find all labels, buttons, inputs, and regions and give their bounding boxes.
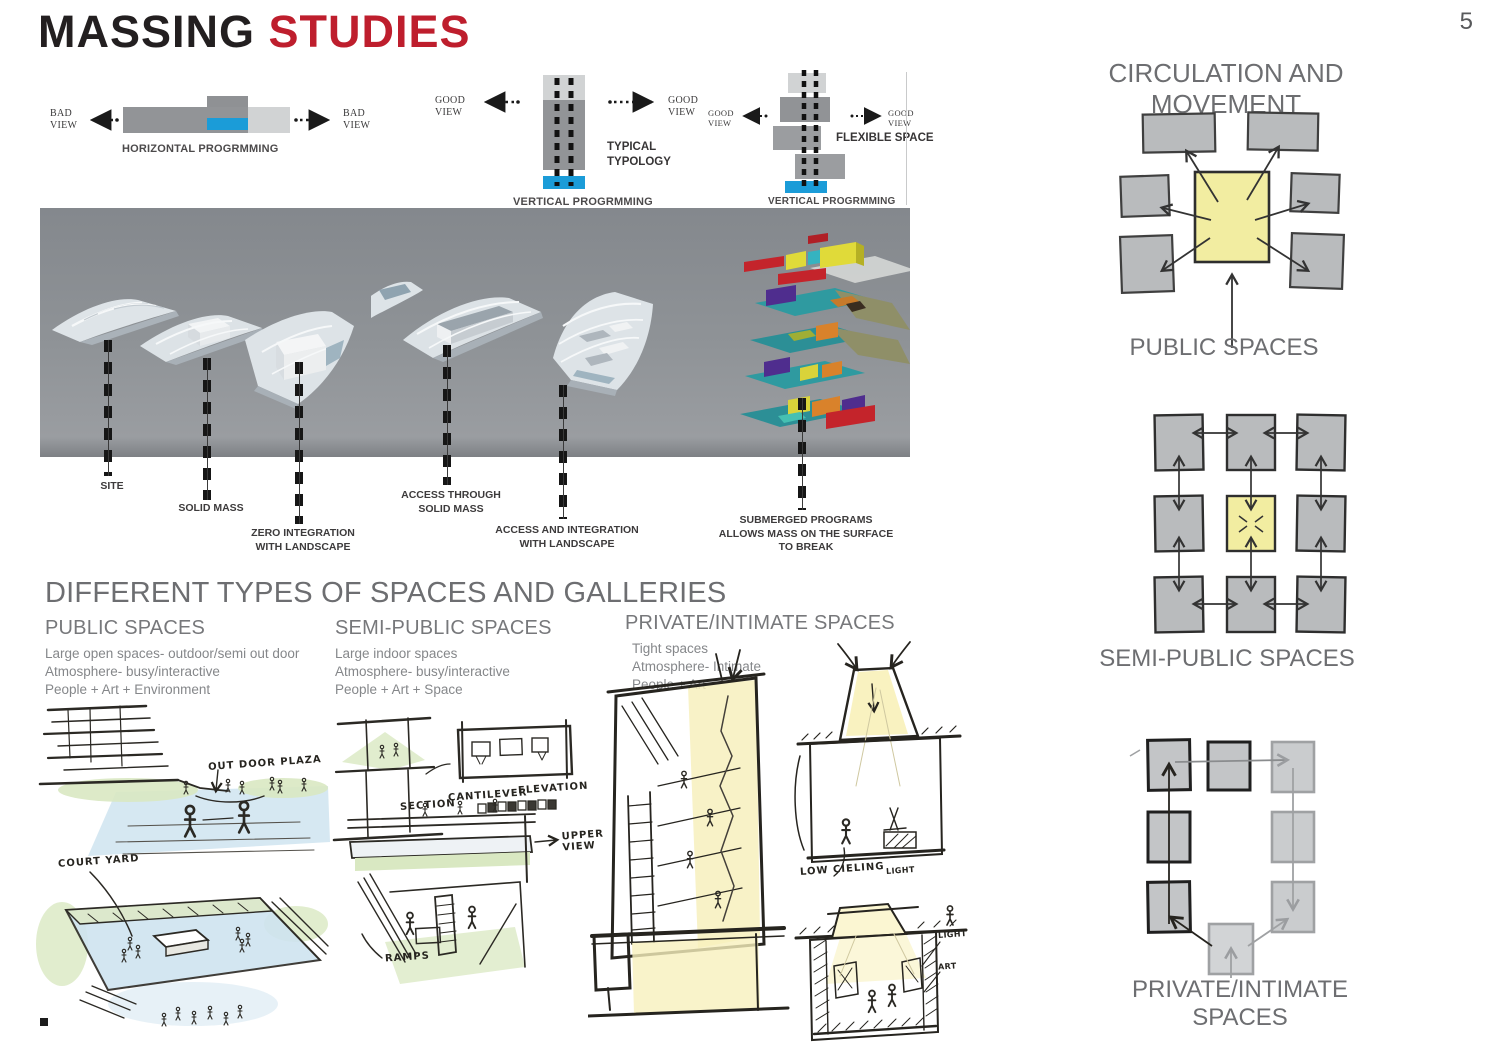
massing-label-submerged: SUBMERGED PROGRAMS ALLOWS MASS ON THE SU… xyxy=(718,514,894,554)
spaces-heading: DIFFERENT TYPES OF SPACES AND GALLERIES xyxy=(45,577,727,609)
page-number: 5 xyxy=(1459,8,1473,35)
typical-typology-diagram xyxy=(483,75,655,189)
circulation-semi-public-diagram xyxy=(1153,413,1347,634)
private-spaces-sketch xyxy=(588,641,968,1042)
page-title-red: STUDIES xyxy=(268,6,471,57)
circulation-semi-public-label: SEMI-PUBLIC SPACES xyxy=(1099,645,1355,672)
flexible-space-diagram xyxy=(742,70,882,193)
leader-access-through xyxy=(443,345,451,485)
flexible-space-title: FLEXIBLE SPACE xyxy=(836,132,934,144)
good-view-left-small-label: GOOD VIEW xyxy=(708,108,734,128)
circulation-public-diagram xyxy=(1118,111,1346,348)
semi-public-spaces-body: Large indoor spaces Atmosphere- busy/int… xyxy=(335,646,510,698)
circulation-private-diagram xyxy=(1129,738,1316,978)
leader-site xyxy=(104,340,112,476)
semi-public-spaces-title: SEMI-PUBLIC SPACES xyxy=(335,617,552,639)
annotation-art: ART xyxy=(937,961,957,972)
crop-edge-line xyxy=(906,72,907,205)
massing-label-solid-mass: SOLID MASS xyxy=(178,502,244,514)
vertical-programming-caption-2: VERTICAL PROGRMMING xyxy=(768,196,896,207)
good-view-right-small-label: GOOD VIEW xyxy=(888,108,914,128)
leader-zero-integration xyxy=(295,362,303,524)
public-spaces-sketch xyxy=(36,704,330,1027)
leader-solid-mass xyxy=(203,358,211,500)
massing-label-site: SITE xyxy=(100,480,124,492)
leader-access-integration xyxy=(559,385,567,519)
public-spaces-title: PUBLIC SPACES xyxy=(45,617,206,639)
public-spaces-body: Large open spaces- outdoor/semi out door… xyxy=(45,646,300,698)
massing-label-access-through: ACCESS THROUGH SOLID MASS xyxy=(401,489,501,515)
massing-label-access-integration: ACCESS AND INTEGRATION WITH LANDSCAPE xyxy=(495,524,639,550)
circulation-private-label: PRIVATE/INTIMATE SPACES xyxy=(1131,976,1348,1031)
page-title: MASSING STUDIES xyxy=(38,6,471,58)
typical-typology-title: TYPICAL TYPOLOGY xyxy=(607,141,671,168)
semi-public-sketch xyxy=(332,716,574,984)
page-title-black: MASSING xyxy=(38,6,256,57)
render-panel-access xyxy=(361,208,660,457)
bad-view-left-label: BAD VIEW xyxy=(50,108,78,131)
horizontal-programming-caption: HORIZONTAL PROGRMMING xyxy=(122,143,279,155)
circulation-public-label: PUBLIC SPACES xyxy=(1129,334,1319,361)
render-site-forms xyxy=(52,299,354,409)
private-spaces-title: PRIVATE/INTIMATE SPACES xyxy=(625,612,895,634)
massing-label-zero-integration: ZERO INTEGRATION WITH LANDSCAPE xyxy=(251,527,355,553)
good-view-right-label: GOOD VIEW xyxy=(668,95,699,118)
render-access-forms xyxy=(361,281,653,396)
good-view-left-label: GOOD VIEW xyxy=(435,95,466,118)
leader-submerged xyxy=(798,398,806,510)
bad-view-right-label: BAD VIEW xyxy=(343,108,371,131)
vertical-programming-caption-1: VERTICAL PROGRMMING xyxy=(513,196,653,208)
render-panel-submerged xyxy=(660,208,915,457)
render-submerged-layers xyxy=(740,233,915,429)
horizontal-programming-diagram xyxy=(89,96,331,133)
